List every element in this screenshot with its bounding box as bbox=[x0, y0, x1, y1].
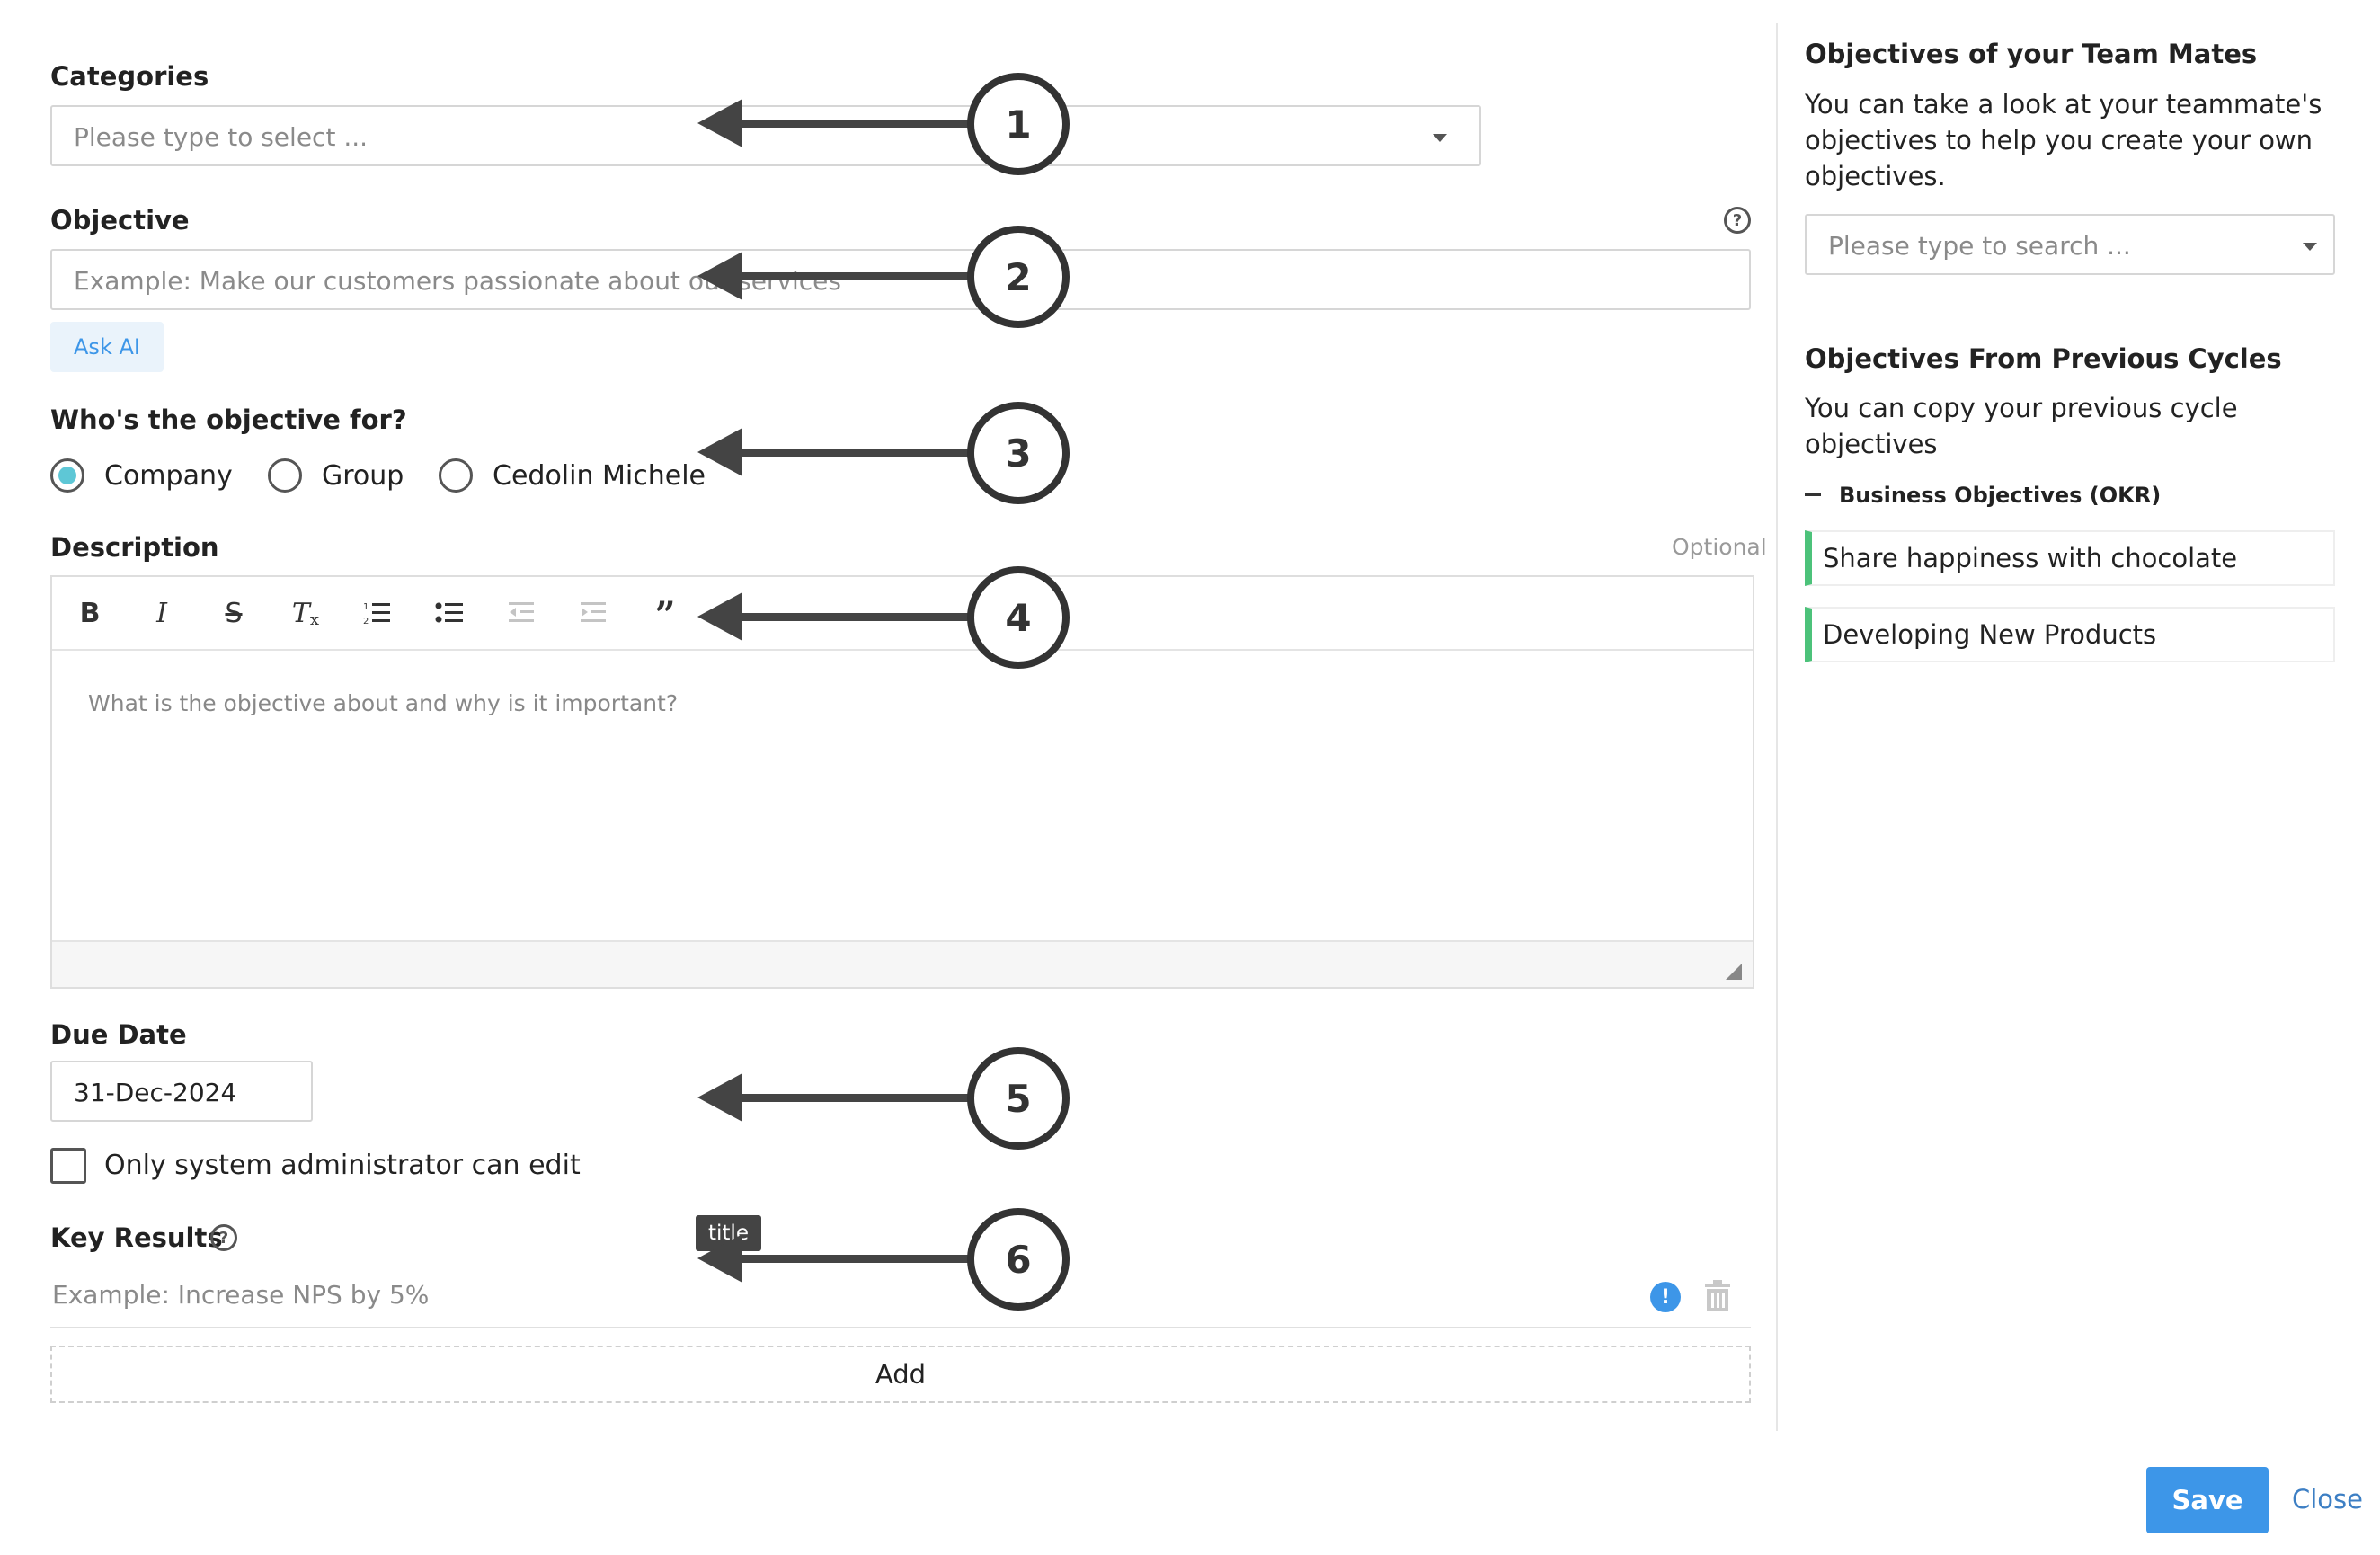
collapse-icon[interactable] bbox=[1805, 493, 1821, 496]
callout-arrow-line bbox=[737, 272, 971, 280]
save-button[interactable]: Save bbox=[2146, 1467, 2269, 1533]
bold-icon[interactable]: B bbox=[79, 597, 101, 629]
previous-objective-item[interactable]: Share happiness with chocolate bbox=[1805, 530, 2335, 586]
callout-arrow-head bbox=[697, 1073, 742, 1122]
description-placeholder[interactable]: What is the objective about and why is i… bbox=[88, 690, 679, 716]
indent-icon bbox=[566, 586, 620, 640]
okr-group-label[interactable]: Business Objectives (OKR) bbox=[1839, 483, 2162, 508]
radio-cedolin-michele[interactable] bbox=[439, 458, 473, 493]
key-result-row[interactable]: Example: Increase NPS by 5% ! bbox=[50, 1267, 1751, 1328]
optional-hint: Optional bbox=[1672, 534, 1767, 560]
previous-cycles-description: You can copy your previous cycle objecti… bbox=[1805, 393, 2238, 459]
callout-arrow-head bbox=[697, 592, 742, 641]
outdent-icon bbox=[494, 586, 548, 640]
callout-number: 2 bbox=[967, 226, 1070, 328]
chevron-down-icon bbox=[2303, 243, 2317, 251]
objective-label: Objective bbox=[50, 205, 190, 235]
bullet-list-icon[interactable] bbox=[422, 586, 476, 640]
callout-arrow-line bbox=[737, 1255, 971, 1263]
callout-arrow-head bbox=[697, 1234, 742, 1283]
callout-arrow-line bbox=[737, 120, 971, 128]
warning-icon: ! bbox=[1650, 1282, 1681, 1312]
close-button[interactable]: Close bbox=[2292, 1484, 2363, 1515]
radio-company[interactable] bbox=[50, 458, 84, 493]
key-result-placeholder[interactable]: Example: Increase NPS by 5% bbox=[52, 1280, 430, 1310]
strikethrough-icon[interactable]: S bbox=[225, 597, 243, 629]
categories-label: Categories bbox=[50, 61, 209, 92]
teammates-search-select[interactable]: Please type to search ... bbox=[1805, 214, 2335, 275]
previous-cycles-title: Objectives From Previous Cycles bbox=[1805, 343, 2282, 374]
add-key-result-button[interactable]: Add bbox=[50, 1346, 1751, 1403]
svg-text:1: 1 bbox=[363, 602, 369, 612]
owner-label: Who's the objective for? bbox=[50, 404, 407, 435]
admin-only-label: Only system administrator can edit bbox=[104, 1150, 581, 1181]
editor-statusbar bbox=[52, 940, 1753, 987]
teammates-search-placeholder: Please type to search ... bbox=[1828, 231, 2131, 261]
key-results-label: Key Results bbox=[50, 1222, 223, 1253]
callout-number: 6 bbox=[967, 1208, 1070, 1311]
ask-ai-button[interactable]: Ask AI bbox=[50, 322, 164, 372]
callout-arrow-line bbox=[737, 1094, 971, 1102]
italic-icon[interactable]: I bbox=[156, 597, 167, 629]
categories-select[interactable]: Please type to select ... bbox=[50, 105, 1481, 166]
previous-objective-item[interactable]: Developing New Products bbox=[1805, 607, 2335, 662]
teammates-description: You can take a look at your teammate's o… bbox=[1805, 89, 2322, 191]
key-results-help-icon[interactable]: ? bbox=[210, 1224, 237, 1251]
due-date-input[interactable]: 31-Dec-2024 bbox=[50, 1061, 313, 1122]
sidebar-divider bbox=[1776, 23, 1778, 1431]
radio-group-label: Group bbox=[322, 460, 404, 492]
teammates-title: Objectives of your Team Mates bbox=[1805, 39, 2258, 69]
callout-arrow-head bbox=[697, 99, 742, 147]
description-label: Description bbox=[50, 532, 219, 563]
callout-arrow-head bbox=[697, 428, 742, 476]
radio-group[interactable] bbox=[268, 458, 302, 493]
svg-text:2: 2 bbox=[363, 617, 369, 626]
due-date-value: 31-Dec-2024 bbox=[74, 1078, 237, 1107]
admin-only-checkbox[interactable] bbox=[50, 1148, 86, 1184]
due-date-label: Due Date bbox=[50, 1019, 187, 1050]
objective-input[interactable]: Example: Make our customers passionate a… bbox=[50, 249, 1751, 310]
trash-icon[interactable] bbox=[1704, 1280, 1731, 1316]
callout-number: 5 bbox=[967, 1047, 1070, 1150]
radio-company-label: Company bbox=[104, 460, 233, 492]
chevron-down-icon bbox=[1433, 134, 1447, 142]
help-icon[interactable]: ? bbox=[1724, 207, 1751, 234]
callout-number: 4 bbox=[967, 566, 1070, 669]
callout-number: 3 bbox=[967, 402, 1070, 504]
callout-number: 1 bbox=[967, 73, 1070, 175]
callout-arrow-head bbox=[697, 252, 742, 300]
resize-handle-icon[interactable] bbox=[1726, 964, 1742, 980]
callout-arrow-line bbox=[737, 613, 971, 621]
callout-arrow-line bbox=[737, 449, 971, 457]
blockquote-icon[interactable]: ” bbox=[654, 593, 676, 636]
radio-cedolin-michele-label: Cedolin Michele bbox=[493, 460, 706, 492]
categories-placeholder: Please type to select ... bbox=[74, 122, 369, 152]
